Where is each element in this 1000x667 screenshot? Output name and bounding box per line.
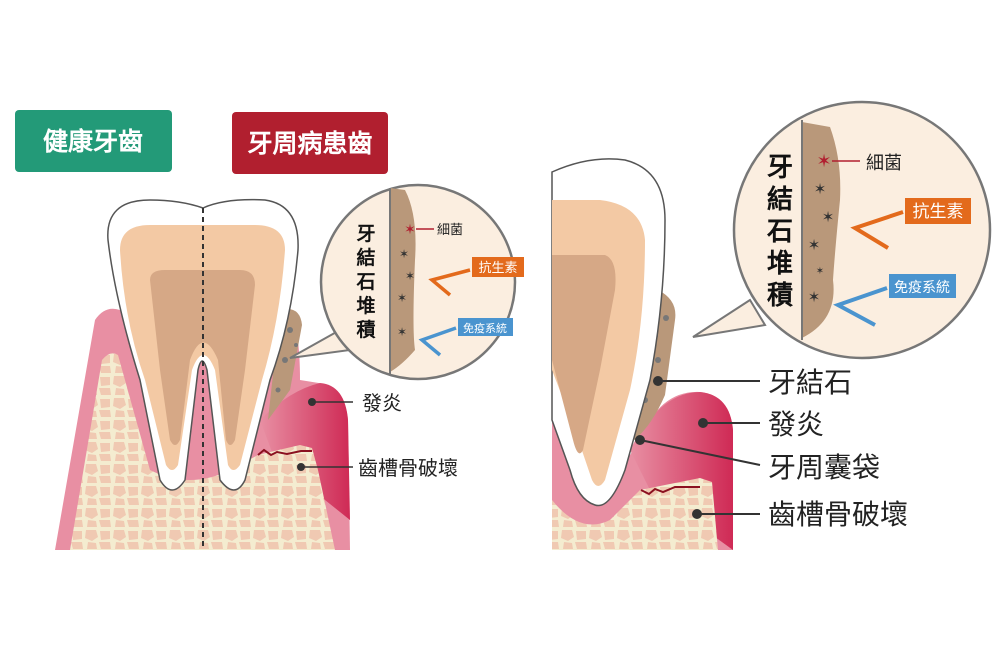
svg-text:積: 積: [356, 318, 375, 341]
svg-text:✶: ✶: [405, 269, 415, 283]
left-panel: 健康牙齒 牙周病患齒 ✶ ✶ ✶ ✶ ✶: [15, 110, 524, 550]
svg-text:石: 石: [355, 271, 375, 293]
antibiotic-arrow-icon-right: [850, 210, 904, 250]
svg-text:✶: ✶: [397, 291, 407, 305]
antibiotic-label: 抗生素: [478, 261, 517, 276]
immune-label: 免疫系統: [463, 321, 507, 335]
calculus: [268, 309, 302, 420]
antibiotic-arrow-icon: [428, 268, 471, 297]
svg-text:✶: ✶: [822, 208, 835, 226]
svg-text:結: 結: [767, 184, 793, 215]
svg-text:✶: ✶: [399, 247, 409, 261]
pocket-label: 牙周囊袋: [768, 451, 880, 484]
svg-text:✶: ✶: [397, 325, 407, 339]
magnifier-right: ✶ ✶ ✶ ✶ ✶ ✶ 細菌 牙 結 石 堆 積 抗生素 免疫系統: [692, 100, 992, 360]
inflammation-label-right: 發炎: [768, 408, 824, 441]
bone-destruction-label-right: 齒槽骨破壞: [768, 498, 908, 531]
svg-text:✶: ✶: [816, 151, 831, 172]
svg-text:✶: ✶: [816, 266, 824, 277]
star-icons: ✶ ✶ ✶ ✶ ✶: [397, 222, 416, 339]
antibiotic-label-right: 抗生素: [913, 202, 964, 222]
svg-text:牙: 牙: [356, 223, 375, 245]
svg-text:結: 結: [356, 246, 375, 269]
calculus-title: 牙 結 石 堆 積: [355, 223, 375, 341]
svg-text:堆: 堆: [767, 249, 793, 279]
disease-label-box: [232, 112, 388, 174]
bone-right: [552, 478, 718, 550]
magnifier-left: ✶ ✶ ✶ ✶ ✶ 細菌 牙 結 石 堆 積 抗生素 免疫系統: [289, 183, 524, 381]
bone-damage-line: [257, 448, 312, 457]
svg-text:✶: ✶: [808, 288, 821, 306]
pulp-right: [552, 255, 616, 454]
right-panel: ✶ ✶ ✶ ✶ ✶ ✶ 細菌 牙 結 石 堆 積 抗生素 免疫系統: [551, 100, 992, 550]
immune-arrow-icon: [418, 326, 457, 357]
svg-text:積: 積: [767, 281, 793, 311]
bone: [70, 353, 335, 550]
calculus-label: 牙結石: [768, 366, 852, 399]
svg-text:✶: ✶: [814, 180, 827, 198]
bacteria-label: 細菌: [437, 223, 463, 238]
immune-arrow-icon-right: [833, 286, 888, 327]
calculus-title-right: 牙 結 石 堆 積: [766, 153, 793, 311]
svg-text:牙: 牙: [767, 153, 793, 183]
bone-destruction-label: 齒槽骨破壞: [358, 456, 458, 480]
svg-text:✶: ✶: [808, 236, 821, 254]
disease-label: 牙周病患齒: [247, 129, 372, 158]
pulp: [150, 270, 255, 445]
svg-text:✶: ✶: [404, 222, 416, 238]
healthy-label-box: [15, 110, 172, 172]
bacteria-label-right: 細菌: [866, 153, 902, 174]
healthy-label: 健康牙齒: [43, 127, 143, 156]
svg-text:石: 石: [766, 217, 793, 247]
inflammation-label: 發炎: [362, 391, 402, 415]
star-icons-right: ✶ ✶ ✶ ✶ ✶ ✶: [808, 151, 835, 306]
immune-label-right: 免疫系統: [894, 280, 950, 296]
bone-damage-line-right: [640, 486, 700, 496]
svg-text:堆: 堆: [356, 294, 375, 317]
